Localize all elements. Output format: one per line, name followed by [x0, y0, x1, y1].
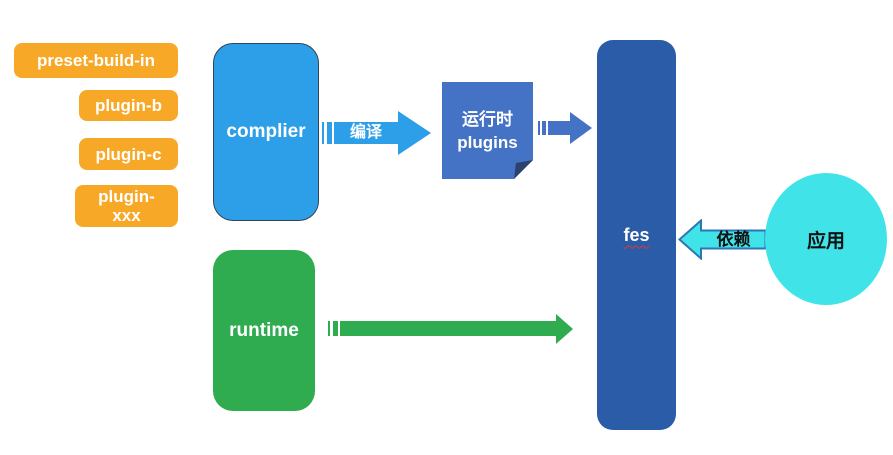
runtime-node: runtime — [213, 250, 315, 411]
arrow-stripe — [327, 122, 332, 144]
chip-label: plugin-c — [95, 144, 162, 164]
depend-arrow: 依赖 — [677, 218, 767, 261]
chip-label: plugin-b — [94, 96, 163, 115]
arrow-stripe — [333, 321, 338, 336]
app-label: 应用 — [806, 230, 845, 252]
depend-arrow-label: 依赖 — [716, 230, 751, 249]
complier-node: complier — [213, 43, 319, 221]
plugins-to-fes-arrow — [538, 112, 593, 144]
arrow-head-right-icon — [570, 112, 592, 144]
chip-plugin-b: plugin-b — [79, 90, 178, 121]
arrow-body — [548, 121, 570, 135]
arrow-stripe — [328, 321, 330, 336]
fes-node: fes — [597, 40, 676, 430]
chip-plugin-c: plugin-c — [79, 138, 178, 170]
runtime-plugins-label: 运行时 plugins — [442, 82, 533, 179]
runtime-plugins-node: 运行时 plugins — [442, 82, 533, 179]
arrow-head-right-icon — [556, 314, 573, 344]
runtime-label: runtime — [229, 319, 299, 341]
arrow-head-right-icon — [398, 111, 431, 155]
chip-plugin-xxx: plugin-xxx — [75, 185, 178, 227]
chip-label: plugin-xxx — [98, 187, 155, 225]
compile-arrow-label: 编译 — [349, 124, 382, 141]
arrow-body — [334, 122, 398, 144]
runtime-plugins-label-line2: plugins — [457, 132, 518, 152]
complier-label: complier — [226, 121, 306, 142]
compile-arrow: 编译 — [322, 111, 432, 155]
chip-label: preset-build-in — [36, 51, 156, 70]
runtime-plugins-label-line1: 运行时 — [462, 109, 513, 129]
arrow-stripe — [538, 121, 540, 135]
folded-note-shape — [442, 82, 533, 179]
runtime-to-fes-arrow — [328, 314, 573, 344]
app-ellipse: 应用 — [765, 173, 887, 305]
chip-preset-build-in: preset-build-in — [14, 43, 178, 78]
arrow-body — [340, 321, 556, 336]
arrow-stripe — [322, 122, 324, 144]
fes-label: fes — [623, 224, 650, 245]
arrow-stripe — [542, 121, 546, 135]
